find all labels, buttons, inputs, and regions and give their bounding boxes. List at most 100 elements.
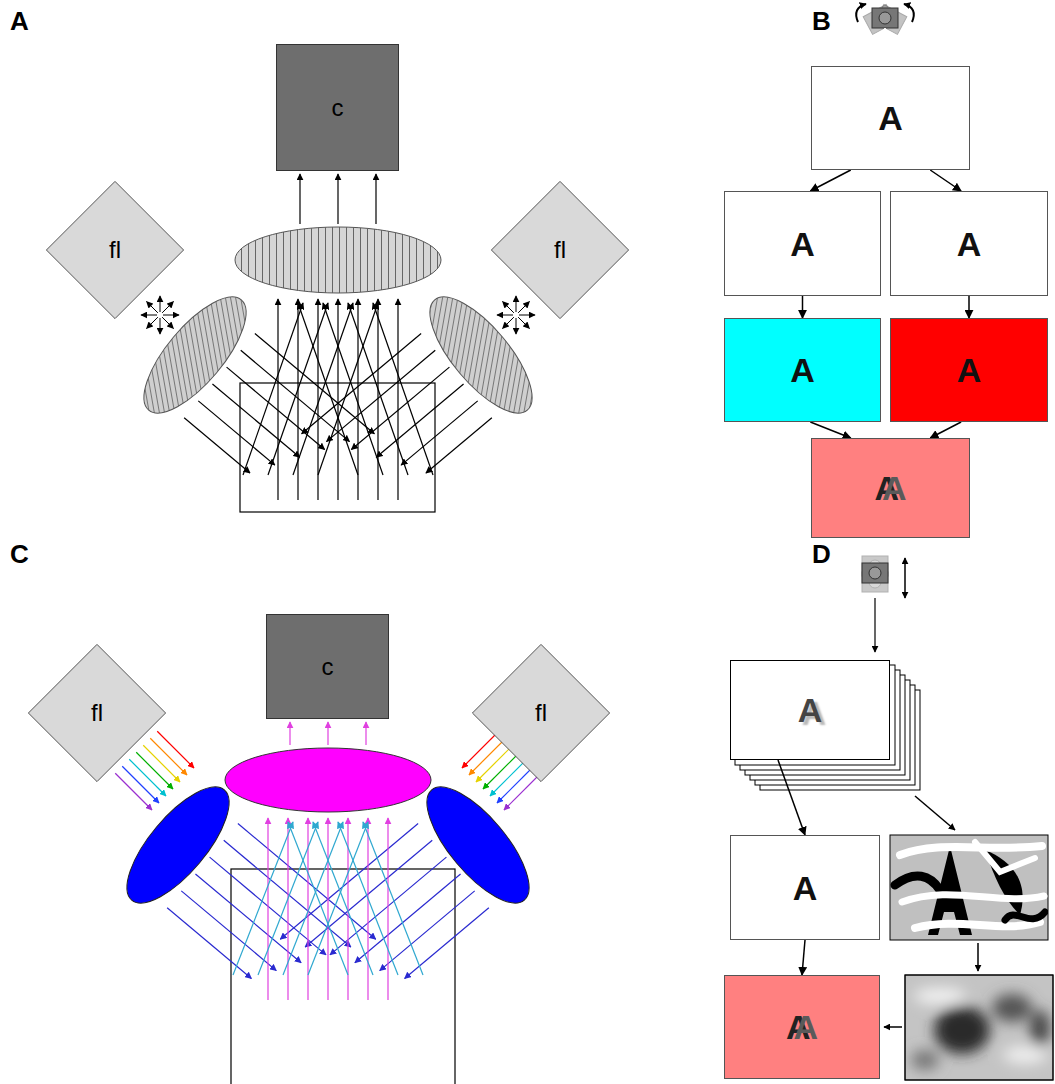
text-group: A (957, 227, 982, 261)
text-group: A (790, 353, 815, 387)
light-ray (298, 303, 358, 475)
node-text: fl (109, 236, 121, 263)
merged-image-box: AA (811, 438, 970, 538)
sample (231, 869, 455, 1084)
light-ray (293, 303, 353, 475)
light-ray (327, 818, 328, 1000)
light-ray (426, 418, 492, 473)
light-ray (476, 745, 513, 782)
flow-arrow (810, 170, 850, 191)
node-text: A (793, 869, 818, 907)
panel-label: A (10, 8, 29, 34)
light-ray (150, 738, 187, 775)
light-ray (195, 874, 301, 963)
light-ray (268, 303, 328, 475)
light-ray (518, 317, 529, 328)
image-box: A (890, 191, 1048, 296)
light-ray (373, 303, 433, 475)
panel-label: C (10, 541, 29, 567)
light-ray (348, 303, 408, 475)
panel-label: B (812, 8, 831, 34)
flow-arrow (802, 296, 804, 318)
light-ray (147, 317, 158, 328)
light-ray (198, 401, 275, 465)
light-ray (405, 908, 489, 979)
focus-map (890, 835, 1048, 940)
light-ray (367, 818, 368, 1000)
text-group: c (332, 96, 344, 120)
light-ray (313, 822, 373, 975)
lens (235, 227, 441, 293)
light-ray (233, 822, 293, 975)
light-ray (516, 318, 517, 334)
light-ray (162, 302, 173, 313)
light-ray (483, 752, 520, 789)
node-text: A (790, 225, 815, 263)
light-ray (181, 891, 276, 971)
light-ray (462, 731, 499, 768)
light-ray (224, 840, 351, 947)
light-ray (519, 315, 535, 316)
text-group: c (322, 655, 334, 679)
light-rays (115, 174, 541, 1000)
flow-arrow (930, 170, 961, 191)
light-ray (136, 752, 173, 789)
text-group: AA (874, 471, 906, 505)
text-group: fl (91, 701, 103, 725)
node-text: fl (554, 236, 566, 263)
light-ray (277, 299, 278, 500)
light-ray (297, 299, 298, 500)
light-ray (337, 299, 338, 500)
text-group: A (793, 871, 818, 905)
polarizing-filter (127, 282, 262, 428)
merged-image-box: AA (724, 975, 880, 1079)
red-channel-box: A (890, 318, 1048, 422)
image-stack-box: A (730, 660, 890, 760)
node-text: c (322, 653, 334, 680)
light-ray (141, 315, 157, 316)
light-ray (365, 722, 366, 745)
light-ray (289, 722, 290, 745)
image-box: A (811, 66, 970, 170)
light-ray (287, 818, 288, 1000)
light-ray (162, 317, 173, 328)
light-ray (337, 174, 338, 224)
image-box: A (724, 191, 881, 296)
light-ray (129, 759, 166, 796)
node-text: c (332, 94, 344, 121)
light-ray (338, 822, 398, 975)
camera-box: c (276, 44, 399, 171)
flash-lamp: fl (490, 180, 630, 320)
node-text: A (794, 1008, 819, 1046)
light-ray (184, 418, 250, 473)
camera-icon (856, 4, 914, 46)
light-ray (363, 822, 423, 975)
node-text: A (790, 351, 815, 389)
flow-arrow (810, 422, 850, 438)
light-ray (490, 759, 527, 796)
light-ray (238, 823, 376, 939)
flow-arrow (977, 943, 979, 971)
light-ray (258, 822, 318, 975)
light-ray (380, 891, 475, 971)
light-ray (160, 296, 161, 312)
light-ray (497, 315, 513, 316)
light-ray (497, 766, 534, 803)
text-group: A (798, 693, 823, 727)
light-ray (503, 317, 514, 328)
flow-arrow (884, 1026, 902, 1028)
light-ray (167, 908, 251, 979)
light-ray (308, 822, 368, 975)
excitation-filter (410, 772, 545, 918)
light-ray (299, 174, 300, 224)
cyan-channel-box: A (724, 318, 881, 422)
node-text: fl (91, 699, 103, 726)
light-ray (469, 738, 506, 775)
camera-icon (862, 556, 905, 652)
light-ray (302, 333, 421, 433)
light-ray (377, 299, 378, 500)
light-ray (397, 299, 398, 500)
node-text: fl (535, 699, 547, 726)
node-text: A (878, 99, 903, 137)
light-ray (318, 303, 378, 475)
